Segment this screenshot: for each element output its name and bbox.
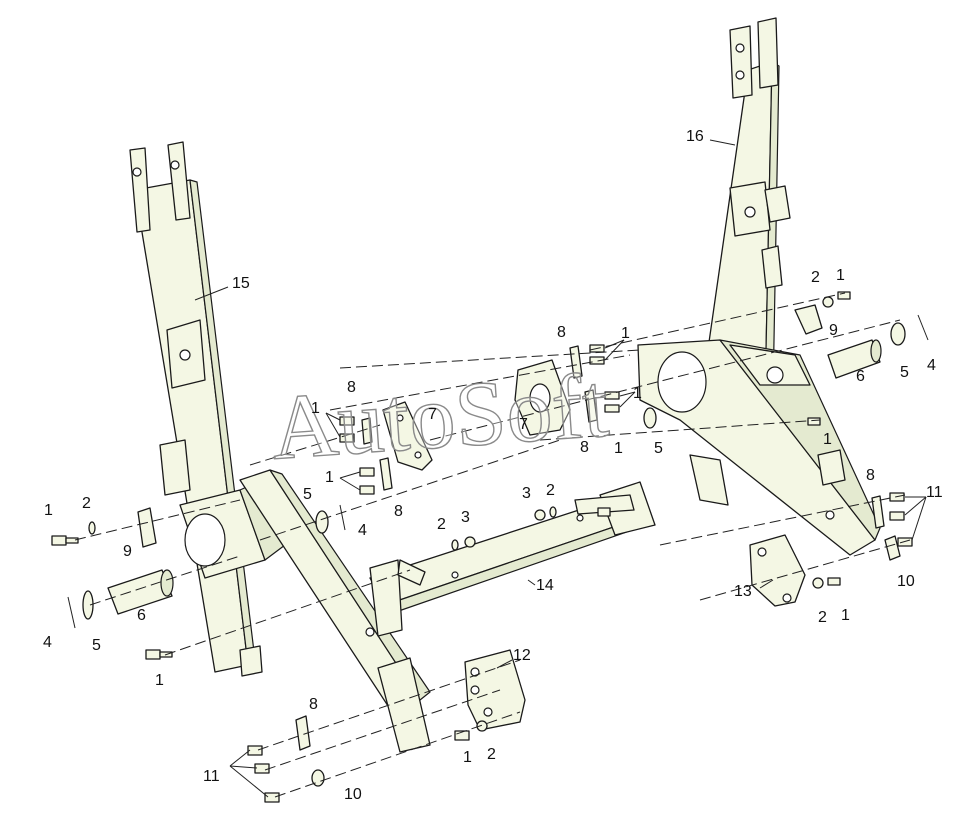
cotter-pin-4 [67,314,929,629]
right-upright-frame [699,17,791,406]
callout-5: 5 [92,637,101,654]
callout-1: 1 [155,672,164,689]
callout-1: 1 [325,469,334,486]
cross-beam [369,481,656,637]
callout-12: 12 [513,647,531,664]
callout-2: 2 [487,746,496,763]
callout-10: 10 [897,573,915,590]
callout-1: 1 [841,607,850,624]
callout-2: 2 [811,269,820,286]
callout-8: 8 [309,696,318,713]
bracket-7-left [382,401,433,471]
callout-4: 4 [358,522,367,539]
callout-1: 1 [823,431,832,448]
watermark-text: AutoSoft [268,353,612,478]
callout-4: 4 [927,357,936,374]
callout-6: 6 [137,607,146,624]
callout-8: 8 [866,467,875,484]
callout-8: 8 [347,379,356,396]
callout-2: 2 [437,516,446,533]
callout-13: 13 [734,583,752,600]
callout-5: 5 [303,486,312,503]
callout-1: 1 [44,502,53,519]
callout-16: 16 [686,128,704,145]
callout-5: 5 [900,364,909,381]
callout-2: 2 [818,609,827,626]
callout-2: 2 [82,495,91,512]
pin-6-right [827,339,882,379]
left-diagonal-arm [239,469,431,753]
nuts-washers [88,296,901,787]
callout-1: 1 [836,267,845,284]
callout-1: 1 [621,325,630,342]
callout-15: 15 [232,275,250,292]
callout-1: 1 [463,749,472,766]
callout-3: 3 [522,485,531,502]
callout-4: 4 [43,634,52,651]
left-upright-frame [129,141,286,677]
callout-1: 1 [311,400,320,417]
plate-13 [749,534,806,607]
washer-5 [82,322,906,620]
callout-2: 2 [546,482,555,499]
callout-6: 6 [856,368,865,385]
callout-11: 11 [203,768,220,785]
callout-5: 5 [654,440,663,457]
assembly-axes [74,292,911,798]
callout-1: 1 [633,385,642,402]
callout-8: 8 [580,439,589,456]
callout-9: 9 [123,543,132,560]
callout-8: 8 [394,503,403,520]
callout-10: 10 [344,786,362,803]
callout-8: 8 [557,324,566,341]
callout-9: 9 [829,322,838,339]
callout-3: 3 [461,509,470,526]
callout-1: 1 [614,440,623,457]
plate-8 [295,345,885,751]
callout-11: 11 [926,484,943,501]
callout-7: 7 [519,416,528,433]
bracket-7-right [514,359,571,436]
plate-9 [137,304,823,548]
bracket-12 [464,649,526,731]
right-diagonal-arm [637,339,881,556]
callout-14: 14 [536,577,554,594]
leader-lines [194,139,927,798]
pin-6-left [107,569,174,615]
callout-7: 7 [428,406,437,423]
callout-labels: 15 16 14 12 13 1 1 1 1 1 1 1 1 1 1 1 2 2… [43,128,943,803]
